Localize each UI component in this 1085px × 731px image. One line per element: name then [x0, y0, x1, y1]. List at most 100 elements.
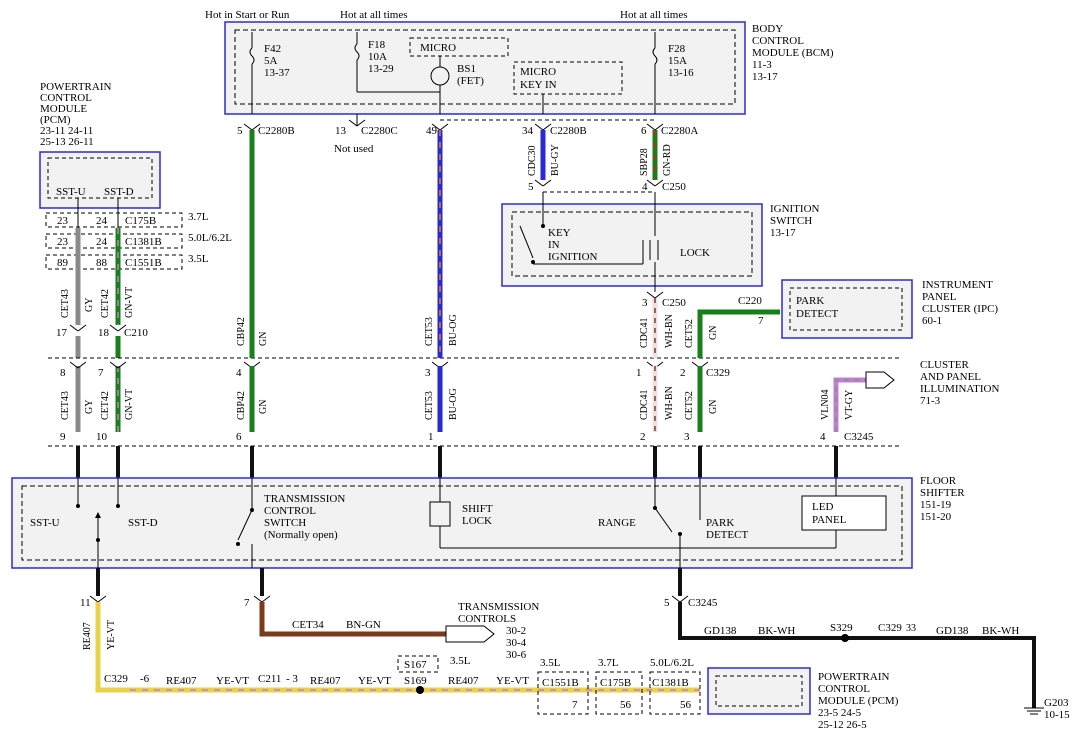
gy-label-bottom: GY [84, 400, 95, 414]
bs1-label: BS1 [457, 63, 476, 75]
f42-amp: 5A [264, 55, 278, 67]
ipc-detect-label: DETECT [796, 308, 838, 320]
buog-label-top: BU-OG [448, 314, 459, 346]
c250-label-a: C250 [662, 181, 686, 193]
pcm-top-module: POWERTRAIN CONTROL MODULE (PCM) 23-11 24… [39, 81, 161, 209]
pin-6: 6 [641, 125, 647, 137]
minus-3-label: - 3 [286, 673, 298, 685]
pin-33: 33 [906, 623, 916, 634]
not-used-label: Not used [334, 143, 374, 155]
cet52-label-top: CET52 [684, 319, 695, 348]
yevt-label-a: YE-VT [106, 620, 117, 650]
pcm-title-3: MODULE [40, 103, 87, 115]
pin-49: 49 [426, 125, 438, 137]
pcm-title-1: POWERTRAIN [40, 81, 112, 93]
bcm-title-2: CONTROL [752, 35, 804, 47]
pin-34: 34 [522, 125, 534, 137]
pin-5-c3245: 5 [664, 597, 670, 609]
v35-label-c: 3.5L [540, 657, 561, 669]
trans-controls-4: 30-4 [506, 637, 527, 649]
key-label: KEY [548, 227, 571, 239]
tcs-label-4: (Normally open) [264, 529, 338, 541]
range-label: RANGE [598, 517, 636, 529]
bcm-title-1: BODY [752, 23, 783, 35]
bkwh-label-b: BK-WH [982, 625, 1019, 637]
f18-label: F18 [368, 39, 386, 51]
gnrd-label: GN-RD [662, 144, 673, 176]
c250-label-b: C250 [662, 297, 686, 309]
illum-title-1: CLUSTER [920, 359, 970, 371]
ignition-switch: IGNITION SWITCH 13-17 KEY IN IGNITION LO… [501, 192, 820, 292]
c211-label: C211 [258, 673, 281, 685]
v50-label: 5.0L/6.2L [188, 232, 232, 244]
gn-label-d: GN [708, 400, 719, 414]
panel-label: PANEL [812, 514, 847, 526]
tcs-label-2: CONTROL [264, 505, 316, 517]
pin-3-c250: 3 [642, 297, 648, 309]
illum-title-4: 71-3 [920, 395, 941, 407]
v37-label-b: 3.7L [598, 657, 619, 669]
whbn-label-top: WH-BN [664, 314, 675, 348]
f28-ref: 13-16 [668, 67, 694, 79]
pin-8: 8 [60, 367, 66, 379]
yevt-label-2: YE-VT [358, 675, 391, 687]
cbp42-label-bottom: CBP42 [236, 391, 247, 420]
ipc-park-label: PARK [796, 295, 824, 307]
cet34-label: CET34 [292, 619, 324, 631]
pin-24-b: 24 [96, 236, 108, 248]
pin-11: 11 [80, 597, 91, 609]
micro-label-1: MICRO [420, 42, 456, 54]
trans-controls-3: 30-2 [506, 625, 526, 637]
pin-56-a: 56 [620, 699, 632, 711]
c329-label: C329 [706, 367, 730, 379]
f42-label: F42 [264, 43, 281, 55]
ipc-title-2: PANEL [922, 291, 957, 303]
c1551b-label-b: C1551B [542, 677, 579, 689]
pcm2-title-1: POWERTRAIN [818, 671, 890, 683]
whbn-label-bottom: WH-BN [664, 386, 675, 420]
gd138-label-a: GD138 [704, 625, 737, 637]
pcm-sst-u: SST-U [56, 186, 86, 198]
bs1-fet: (FET) [457, 75, 484, 87]
v35-label: 3.5L [188, 253, 209, 265]
c329-33-label: C329 [878, 622, 902, 634]
gn-label-b: GN [708, 326, 719, 340]
c329-connector-row: 8 7 4 3 1 2 C329 [60, 367, 730, 379]
pin-7-trans: 7 [244, 597, 250, 609]
cdc41-label-top: CDC41 [639, 317, 650, 348]
pin-24-a: 24 [96, 215, 108, 227]
c220-label: C220 [738, 295, 762, 307]
bcm-title-3: MODULE (BCM) [752, 47, 834, 59]
minus-6-label: -6 [140, 673, 150, 685]
s167-label: S167 [404, 659, 427, 671]
pin-13: 13 [335, 125, 347, 137]
f18-ref: 13-29 [368, 63, 394, 75]
sbp28-label: SBP28 [639, 148, 650, 176]
c2280c-label: C2280C [361, 125, 398, 137]
bcm-module: BODY CONTROL MODULE (BCM) 11-3 13-17 F42… [224, 21, 834, 115]
pin-4-c3245: 4 [820, 431, 826, 443]
hot-all-times-label-2: Hot at all times [620, 9, 688, 21]
c2280b-label: C2280B [258, 125, 295, 137]
pin-5-c250: 5 [528, 181, 534, 193]
pcm-title-6: 25-13 26-11 [40, 136, 94, 148]
f28-label: F28 [668, 43, 686, 55]
s169-label: S169 [404, 675, 427, 687]
cet52-label-bottom: CET52 [684, 391, 695, 420]
trans-controls-1: TRANSMISSION [458, 601, 539, 613]
pin-23-b: 23 [57, 236, 69, 248]
pcm-title-4: (PCM) [40, 114, 71, 126]
pin-3-c3245: 3 [684, 431, 690, 443]
shift-lock-label-2: LOCK [462, 515, 492, 527]
bcm-title-5: 13-17 [752, 71, 778, 83]
c329-6-label: C329 [104, 673, 128, 685]
ignition-title-2: SWITCH [770, 215, 812, 227]
pin-6-c3245: 6 [236, 431, 242, 443]
re407-label-3: RE407 [448, 675, 479, 687]
pin-2-c3245: 2 [640, 431, 646, 443]
bugy-label: BU-GY [550, 144, 561, 176]
pin-17: 17 [56, 327, 68, 339]
c210-label: C210 [124, 327, 148, 339]
pcm2-title-2: CONTROL [818, 683, 870, 695]
pin-4-c250: 4 [642, 181, 648, 193]
